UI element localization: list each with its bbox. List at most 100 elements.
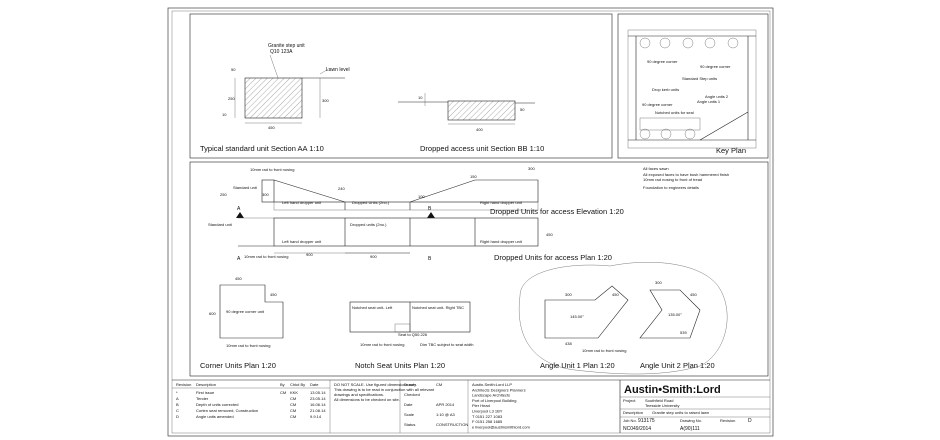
revision-cell: CM xyxy=(280,390,286,395)
key-plan: 90 degree corner 90 degree corner Standa… xyxy=(627,29,757,155)
angle-unit-2: 300 450 135.00° 539 Angle Unit 2 Plan 1:… xyxy=(639,280,715,370)
detail-value: APR 2014 xyxy=(436,402,455,407)
elev-standard: Standard unit xyxy=(233,185,258,190)
standard-unit-section xyxy=(244,77,303,119)
notes-3: drawings and specifications. xyxy=(334,392,384,397)
elev-dim-4: 150 xyxy=(470,174,477,179)
general-notes: All faces sawn All exposed faces to have… xyxy=(643,166,729,190)
office-line: F 0151 258 1685 xyxy=(472,419,503,424)
aa-dim-10: 10 xyxy=(222,112,227,117)
revision-cell: First issue xyxy=(196,390,215,395)
inner-border xyxy=(171,10,771,434)
revision-cell: CM xyxy=(290,408,296,413)
detail-label: Drawn xyxy=(404,382,416,387)
bb-dim-10: 10 xyxy=(418,95,423,100)
details-panel xyxy=(189,161,769,377)
angle-unit-1: 300 450 145.00° 438 10mm rad to front no… xyxy=(540,285,629,370)
rev-h-by: By xyxy=(280,382,285,387)
project-label: Project xyxy=(623,398,636,403)
office-line: Pier Head xyxy=(472,403,490,408)
office-line: Austin-Smith:Lord LLP xyxy=(472,382,512,387)
plan-title: Dropped Units for access Plan 1:20 xyxy=(494,253,612,262)
angle2-dim-300: 300 xyxy=(655,280,662,285)
plan-right: Right hand dropper unit xyxy=(480,239,523,244)
elev-dim-2: 300 xyxy=(528,166,535,171)
revision-cell: Angle units amended xyxy=(196,414,234,419)
angle-units-cloud xyxy=(518,262,728,375)
angle1-dim-300: 300 xyxy=(565,292,572,297)
detail-value: CONSTRUCTION xyxy=(436,422,468,427)
revision-cell: D xyxy=(176,414,179,419)
notes-block: DO NOT SCALE. Use figured dimensions onl… xyxy=(334,382,435,402)
notch-nosing: 10mm rad to front nosing xyxy=(360,342,404,347)
aa-dim-300: 300 xyxy=(322,98,329,103)
key-label-7: 90 degree corner xyxy=(642,102,673,107)
corner-label: 90 degree corner unit xyxy=(226,309,265,314)
title-block: Austin•Smith:Lord Project Southfield Roa… xyxy=(620,384,770,432)
plan-nosing: 10mm rad to front nosing xyxy=(244,254,288,259)
angle1-dim-438: 438 xyxy=(565,341,572,346)
elevation-drawing: 10mm rad to front nosing Standard unit L… xyxy=(220,166,624,218)
angle1-title: Angle Unit 1 Plan 1:20 xyxy=(540,361,615,370)
detail-label: Date xyxy=(404,402,413,407)
revision-cell: CM xyxy=(290,414,296,419)
elev-right: Right hand dropper unit xyxy=(480,200,523,205)
office-line: Port of Liverpool Building xyxy=(472,398,516,403)
angle1-nosing: 10mm rad to front nosing xyxy=(582,348,626,353)
revision-cell: A xyxy=(176,396,179,401)
description-label: Description xyxy=(623,410,643,415)
drawing-no: NC049/2014 xyxy=(623,426,651,432)
notch-seat: Seat to Q50.226 xyxy=(398,332,428,337)
detail-value: 1:10 @ A3 xyxy=(436,412,456,417)
plan-dim-900b: 900 xyxy=(370,254,377,259)
plan-drawing: Standard unit Left hand dropper unit Dro… xyxy=(208,217,612,262)
sections-panel xyxy=(189,13,613,159)
description-text: Granite step units to raised lawn xyxy=(652,410,709,415)
key-label-6: Angle units 1 xyxy=(697,99,721,104)
revision-cell: Tender xyxy=(196,396,209,401)
detail-label: Scale xyxy=(404,412,415,417)
plan-standard: Standard unit xyxy=(208,222,233,227)
key-label-8: Notched units for seal xyxy=(655,110,694,115)
granite-code: Q10 123A xyxy=(270,49,293,55)
notes-4: All dimensions to be checked on site. xyxy=(334,397,400,402)
company-logo: Austin•Smith:Lord xyxy=(624,384,721,396)
angle2-dim-539: 539 xyxy=(680,330,687,335)
elev-marker-a: A xyxy=(237,206,241,212)
revision-cell: CM xyxy=(290,402,296,407)
revision-cell: * xyxy=(176,390,178,395)
elev-dim-1: 300 xyxy=(262,192,269,197)
corner-nosing: 10mm rad to front nosing xyxy=(226,343,270,348)
detail-label: Status xyxy=(404,422,415,427)
plan-dropped: Dropped units (2no.) xyxy=(350,222,387,227)
revision-cell: 16.06.14 xyxy=(310,402,326,407)
rev-h-rev: Revision xyxy=(176,382,191,387)
job-no: 913175 xyxy=(638,418,655,424)
elev-dim-6: 250 xyxy=(220,192,227,197)
revision-cell: 21.08.14 xyxy=(310,408,326,413)
notch-drawing: Notched seat unit- Left Notched seat uni… xyxy=(349,301,474,370)
plan-dim-450: 450 xyxy=(546,232,553,237)
revision-value: D xyxy=(748,418,752,424)
angle2-angle: 135.00° xyxy=(668,312,682,317)
angle1-dim-450: 450 xyxy=(612,292,619,297)
section-aa: Granite step unit Q10 123A Lawn level 45… xyxy=(200,43,350,153)
notch-dim-tbc: Dim TBC subject to seat width xyxy=(420,342,474,347)
detail-value: CM xyxy=(436,382,442,387)
key-label-1: 90 degree corner xyxy=(647,59,678,64)
rev-h-desc: Description xyxy=(196,382,216,387)
plan-marker-b: B xyxy=(428,256,432,262)
corner-title: Corner Units Plan 1:20 xyxy=(200,361,276,370)
revision-cell: C xyxy=(176,408,179,413)
corner-drawing: 450 90 degree corner unit 600 10mm rad t… xyxy=(200,276,284,370)
note-3: 10mm rad nosing to front of tread xyxy=(643,177,702,182)
aa-dim-450: 450 xyxy=(268,125,275,130)
plan-dim-900a: 900 xyxy=(306,252,313,257)
aa-dim-250: 250 xyxy=(228,96,235,101)
office-line: Landscape Architects xyxy=(472,393,510,398)
note-1: All faces sawn xyxy=(643,166,669,171)
key-label-4: Drop kerb units xyxy=(652,87,679,92)
